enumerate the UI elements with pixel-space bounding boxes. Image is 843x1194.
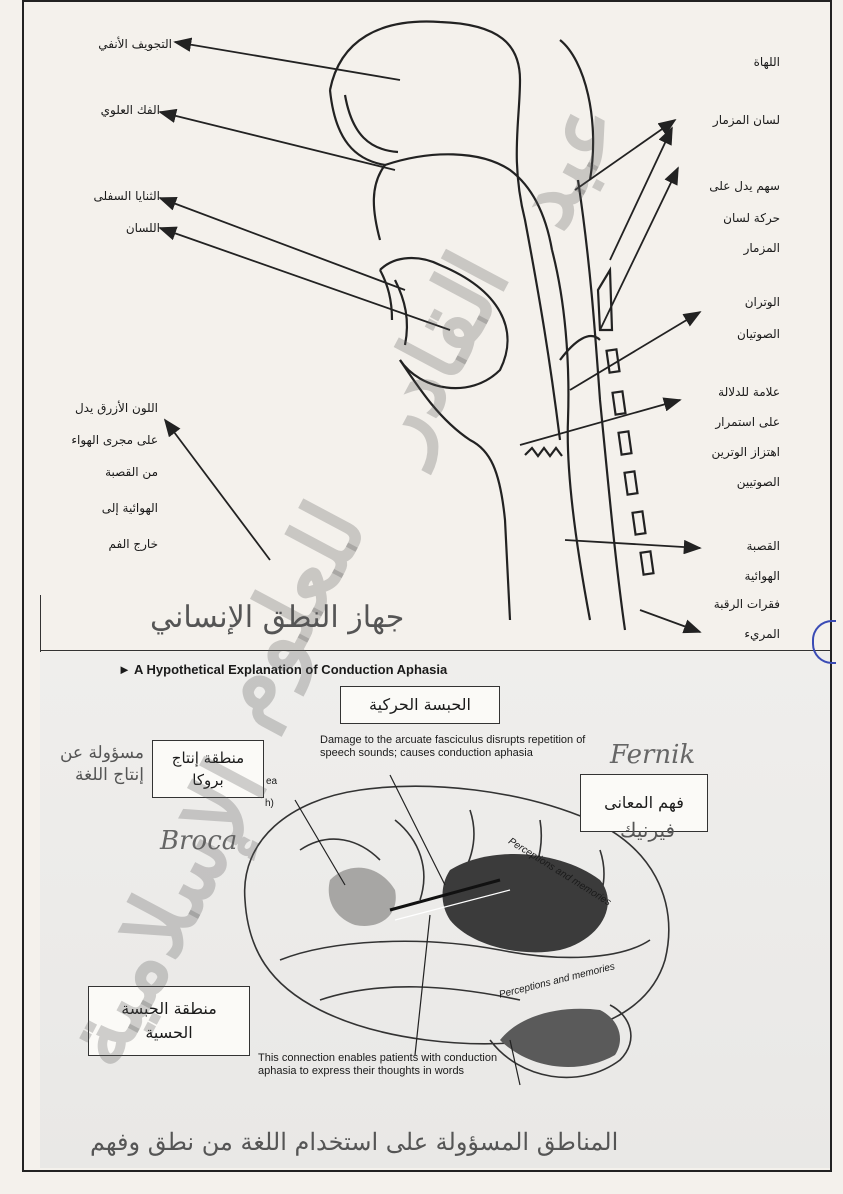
note-arcuate-damage: Damage to the arcuate fasciculus disrupt…	[320, 734, 590, 759]
box-motor-aphasia: الحبسة الحركية	[340, 686, 500, 724]
hand-note-bottom: المناطق المسؤولة على استخدام اللغة من نط…	[90, 1128, 618, 1156]
hand-note-fernik-ar: فيرنيك	[620, 818, 675, 842]
note-connection: This connection enables patients with co…	[258, 1052, 518, 1077]
hand-note-fernik: Fernik	[610, 740, 695, 770]
hand-note-responsible: مسؤولة عن إنتاج اللغة	[44, 742, 144, 786]
